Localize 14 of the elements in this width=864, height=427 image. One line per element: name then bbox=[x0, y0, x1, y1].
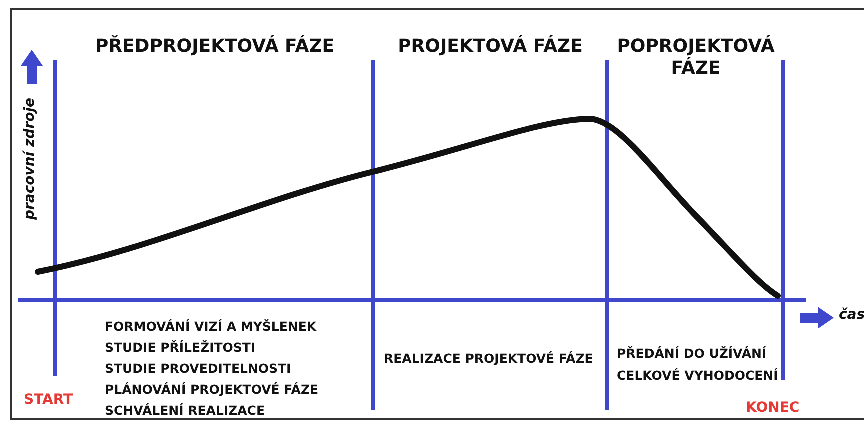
step-text: SCHVÁLENÍ REALIZACE bbox=[105, 403, 266, 418]
start-label: START bbox=[24, 392, 74, 409]
phase-title: PŘEDPROJEKTOVÁ FÁZE bbox=[94, 36, 336, 58]
end-label: KONEC bbox=[746, 400, 800, 417]
step-text: STUDIE PROVEDITELNOSTI bbox=[105, 361, 292, 376]
step-text: STUDIE PŘÍLEŽITOSTI bbox=[105, 340, 256, 355]
phase-title: POPROJEKTOVÁ FÁZE bbox=[616, 36, 776, 80]
step-text: PLÁNOVÁNÍ PROJEKTOVÉ FÁZE bbox=[105, 382, 319, 397]
step-text: FORMOVÁNÍ VIZÍ A MYŠLENEK bbox=[105, 319, 317, 334]
step-text: CELKOVÉ VYHODOCENÍ bbox=[617, 368, 778, 383]
step-text: PŘEDÁNÍ DO UŽÍVÁNÍ bbox=[617, 346, 767, 361]
step-text: REALIZACE PROJEKTOVÉ FÁZE bbox=[384, 351, 594, 366]
axis-label: pracovní zdroje bbox=[22, 98, 39, 220]
phase-title: PROJEKTOVÁ FÁZE bbox=[397, 36, 584, 58]
